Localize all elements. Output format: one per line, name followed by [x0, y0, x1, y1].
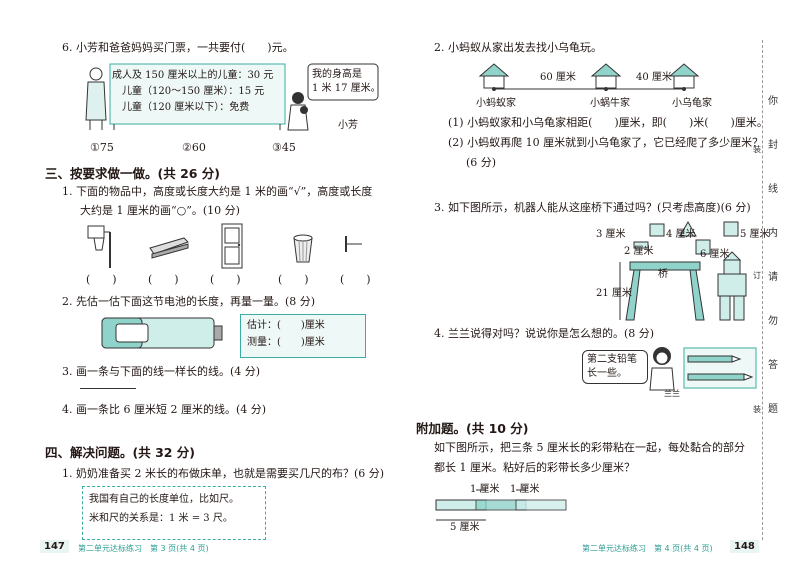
ticket-sign-text: 成人及 150 厘米以上的儿童：30 元 儿童（120～150 厘米）：15 元… [112, 68, 273, 116]
sign-line-adult: 成人及 150 厘米以上的儿童：30 元 [112, 70, 274, 81]
hint-line-1: 我国有自己的长度单位，比如尺。 [89, 494, 239, 505]
ribbon-diagram [435, 489, 567, 521]
stapler-icon [149, 237, 189, 259]
bonus-line-1: 如下图所示，把三条 5 厘米长的彩带粘在一起，每处黏合的部分 [434, 441, 745, 454]
section-4-title: 四、解决问题。(共 32 分) [45, 445, 196, 460]
bonus-line-2: 都长 1 厘米。粘好后的彩带长多少厘米？ [434, 461, 635, 474]
thumbtack-icon [345, 236, 362, 252]
bonus-title: 附加题。(共 10 分) [416, 421, 529, 436]
overlap-label-1: 1 厘米 [470, 484, 500, 495]
lanlan-name: 兰兰 [664, 389, 680, 398]
place-snail-home: 小蜗牛家 [590, 98, 630, 109]
s3-q1-line2: 大约是 1 厘米的画“○”。(10 分) [80, 204, 240, 217]
s4-q1: 1. 奶奶准备买 2 米长的布做床单，也就是需要买几尺的布？(6 分) [62, 467, 385, 480]
door-icon [221, 223, 243, 269]
block-4cm [679, 220, 697, 237]
girl-icon [649, 347, 675, 391]
r-question-2: 2. 小蚂蚁从家出发去找小乌龟玩。 [434, 41, 602, 54]
footer-right: 第二单元达标练习 第 4 页(共 4 页) [582, 544, 713, 553]
block-3cm [649, 223, 665, 237]
objects-row [87, 223, 362, 269]
answer-paren-hoop[interactable]: ( ) [86, 273, 117, 286]
girl-speech-bubble: 我的身高是 1 米 17 厘米。 [312, 69, 381, 94]
answer-paren-stapler[interactable]: ( ) [148, 273, 179, 286]
binding-mark-1: 装 [753, 145, 761, 154]
lanlan-speech-bubble: 第二支铅笔 长一些。 [582, 350, 648, 384]
robot-icon [717, 251, 747, 321]
answer-paren-thumbtack[interactable]: ( ) [340, 273, 371, 286]
block-2cm [633, 241, 649, 249]
distance-40: 40 厘米 [636, 72, 672, 83]
lanlan-pencils-drawing [649, 347, 757, 391]
label-5cm: 5 厘米 [740, 229, 770, 240]
battery-answer-box: 估计：( )厘米 测量：( )厘米 [240, 314, 366, 358]
bridge-height-label: 21 厘米 [596, 288, 632, 299]
snail-house-icon [590, 63, 622, 89]
bridge-label: 桥 [658, 269, 668, 280]
s3-q4: 4. 画一条比 6 厘米短 2 厘米的线。(4 分) [62, 403, 267, 416]
r-q2-score: (6 分) [466, 156, 497, 169]
ribbon-3 [515, 499, 567, 511]
ant-route-diagram [478, 63, 700, 91]
answer-paren-door[interactable]: ( ) [210, 273, 241, 286]
question-6: 6. 小芳和爸爸妈妈买门票，一共要付( )元。 [62, 41, 294, 54]
binding-mark-3: 装 [753, 405, 761, 414]
page-number-right: 148 [730, 540, 759, 553]
basketball-hoop-icon [87, 225, 111, 268]
ticket-illustration [80, 62, 380, 132]
s3-q1-line1: 1. 下面的物品中，高度或长度大约是 1 米的画“√”，高度或长度 [62, 185, 373, 198]
hint-box: 我国有自己的长度单位，比如尺。 米和尺的关系是：1 米 = 3 尺。 [82, 486, 266, 540]
page-number-left: 147 [40, 540, 69, 553]
s3-q2: 2. 先估一估下面这节电池的长度，再量一量。(8 分) [62, 295, 316, 308]
measure-field[interactable]: 测量：( )厘米 [247, 337, 325, 348]
pencils-icon [683, 347, 757, 389]
label-3cm: 3 厘米 [596, 229, 626, 240]
q6-option-2: ②60 [182, 141, 206, 154]
label-4cm: 4 厘米 [666, 229, 696, 240]
block-5cm [723, 221, 739, 237]
binding-mark-2: 订 [753, 271, 761, 280]
girl-label: 小芳 [338, 120, 358, 131]
distance-60: 60 厘米 [540, 72, 576, 83]
wastebasket-icon [293, 234, 313, 263]
r-q2-sub2: (2) 小蚂蚁再爬 10 厘米就到小乌龟家了，它已经爬了多少厘米？ [448, 136, 764, 149]
turtle-house-icon [668, 63, 700, 89]
block-6cm [695, 239, 711, 255]
place-turtle-home: 小乌龟家 [672, 98, 712, 109]
answer-paren-basket[interactable]: ( ) [278, 273, 309, 286]
r-question-3: 3. 如下图所示，机器人能从这座桥下通过吗？(只考虑高度)(6 分) [434, 201, 751, 214]
r-question-4: 4. 兰兰说得对吗？说说你是怎么想的。(8 分) [434, 327, 655, 340]
q6-option-1: ①75 [90, 141, 114, 154]
reference-line [80, 388, 136, 389]
sign-line-free: 儿童（120 厘米以下）：免费 [122, 102, 250, 113]
hint-line-2: 米和尺的关系是：1 米 = 3 尺。 [89, 513, 233, 524]
s3-q3: 3. 画一条与下面的线一样长的线。(4 分) [62, 365, 261, 378]
binding-line [762, 40, 763, 540]
label-2cm: 2 厘米 [624, 246, 654, 257]
ant-house-icon [478, 63, 510, 89]
binding-notice: 你封线内 请勿答题 [768, 96, 778, 415]
sign-line-child: 儿童（120～150 厘米）：15 元 [122, 86, 265, 97]
estimate-field[interactable]: 估计：( )厘米 [247, 320, 325, 331]
place-ant-home: 小蚂蚁家 [476, 98, 516, 109]
bridge-robot-diagram [619, 220, 747, 321]
ticket-scene-drawing [85, 63, 379, 131]
ribbon-length-label: 5 厘米 [450, 522, 480, 533]
footer-left: 第二单元达标练习 第 3 页(共 4 页) [78, 544, 209, 553]
q6-option-3: ③45 [272, 141, 296, 154]
label-6cm: 6 厘米 [700, 249, 730, 260]
battery-icon [101, 317, 223, 349]
r-q2-sub1: (1) 小蚂蚁家和小乌龟家相距( )厘米，即( )米( )厘米。 [448, 116, 768, 129]
section-3-title: 三、按要求做一做。(共 26 分) [45, 166, 221, 181]
overlap-label-2: 1 厘米 [510, 484, 540, 495]
